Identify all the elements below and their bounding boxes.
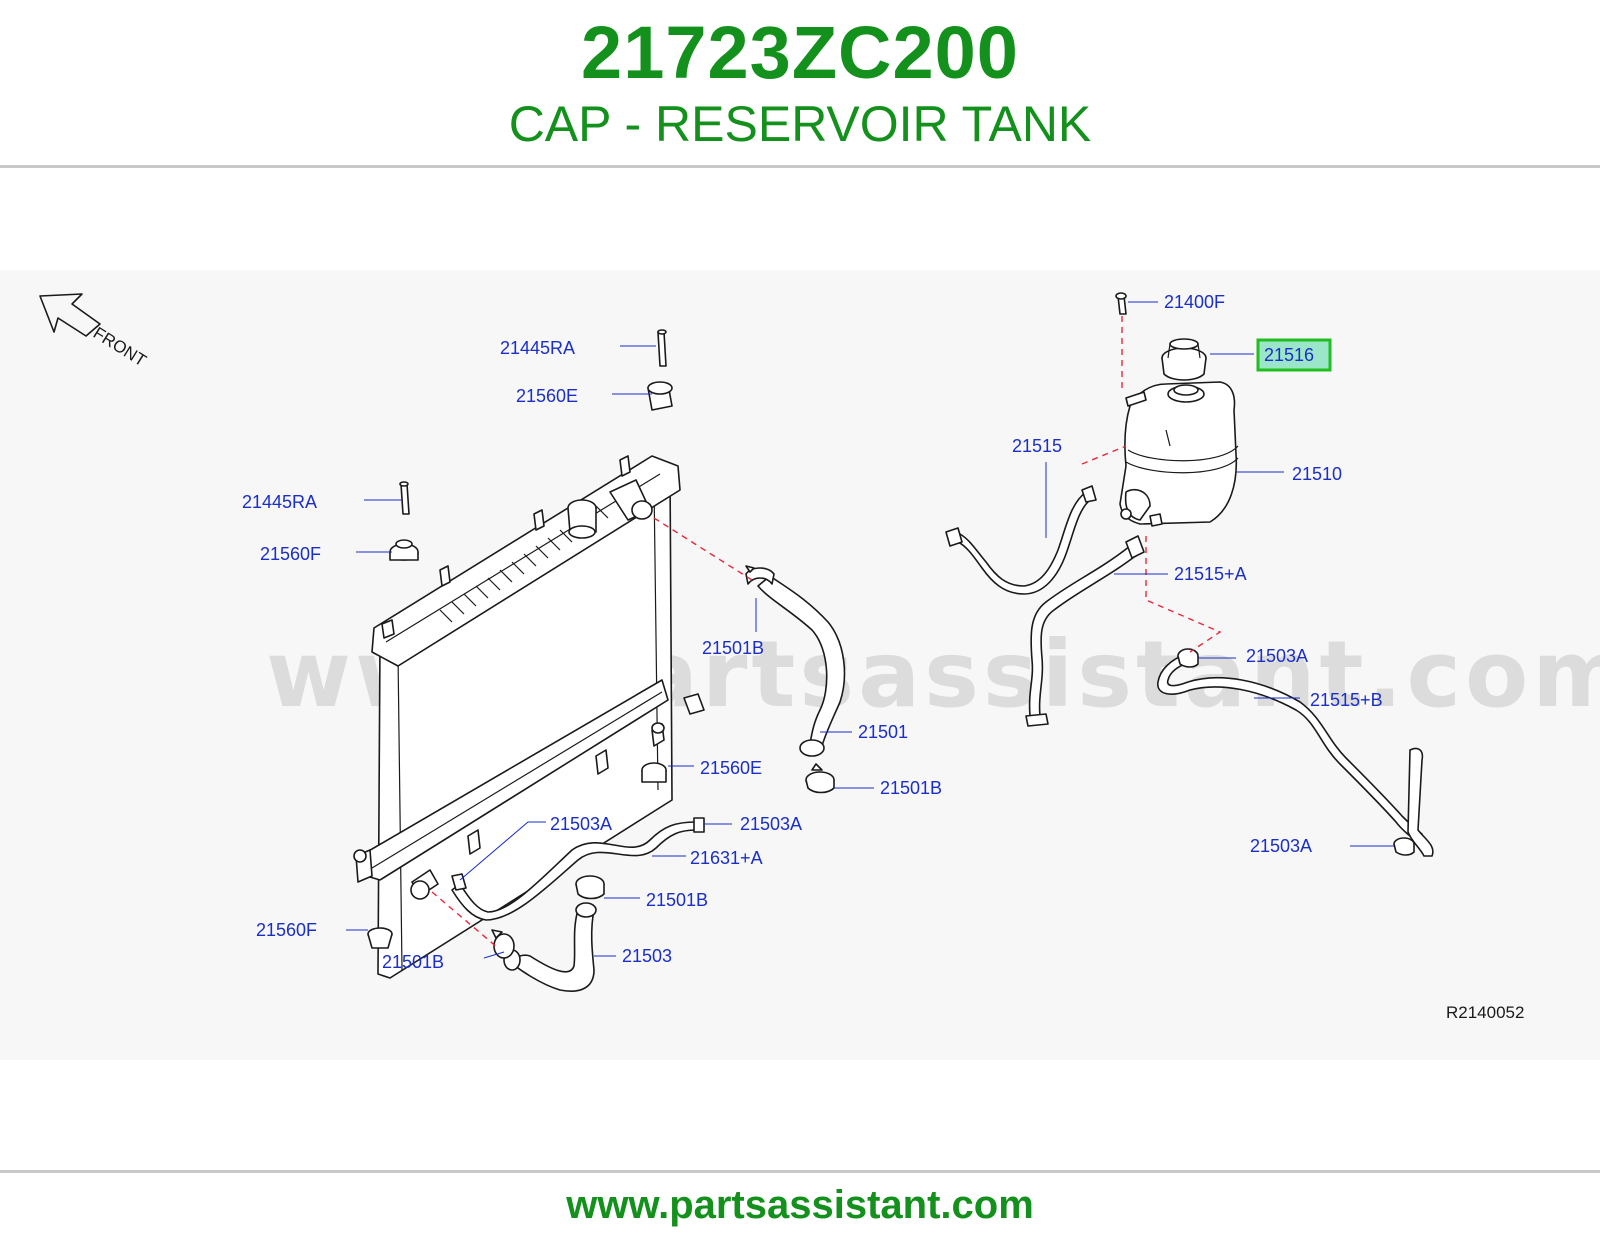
upper-hose-clamp-lower	[805, 763, 835, 794]
callout-21445ra-top[interactable]: 21445RA	[500, 338, 575, 358]
mount-insulator-lower-right	[641, 762, 667, 783]
reservoir-hose-b	[1157, 653, 1434, 857]
mount-bolt-top	[657, 329, 667, 367]
callout-leaders	[346, 301, 1394, 959]
callout-21515b[interactable]: 21515+B	[1310, 690, 1383, 710]
callout-21501b-right[interactable]: 21501B	[880, 778, 942, 798]
callout-21560e-top[interactable]: 21560E	[516, 386, 578, 406]
reservoir-bolt	[1115, 292, 1127, 315]
hose-clamp-21503a-right	[1177, 648, 1199, 668]
parts-diagram: www.partsassistant.com FRONT	[0, 270, 1600, 1060]
part-name-subtitle: CAP - RESERVOIR TANK	[508, 96, 1092, 152]
upper-radiator-hose	[745, 565, 846, 757]
callout-21503a-bottom[interactable]: 21503A	[1250, 836, 1312, 856]
mount-insulator-upper-left	[389, 539, 419, 561]
mount-insulator-lower-left	[367, 927, 393, 949]
drain-clip	[683, 693, 705, 715]
diagram-code: R2140052	[1446, 1003, 1524, 1022]
callout-21560f-upper[interactable]: 21560F	[260, 544, 321, 564]
callout-21501[interactable]: 21501	[858, 722, 908, 742]
page-header: 21723ZC200 CAP - RESERVOIR TANK	[0, 0, 1600, 168]
radiator-drawing	[353, 455, 681, 979]
mount-bolt-left	[399, 481, 410, 515]
callout-21501b-upper[interactable]: 21501B	[702, 638, 764, 658]
callout-21560f-lower[interactable]: 21560F	[256, 920, 317, 940]
callout-21510[interactable]: 21510	[1292, 464, 1342, 484]
callout-21503a-left[interactable]: 21503A	[550, 814, 612, 834]
front-arrow-icon	[39, 293, 101, 337]
callout-21631a[interactable]: 21631+A	[690, 848, 763, 868]
callout-21445ra-left[interactable]: 21445RA	[242, 492, 317, 512]
callout-21503[interactable]: 21503	[622, 946, 672, 966]
callout-21501b-lower[interactable]: 21501B	[646, 890, 708, 910]
hose-clamp-21503a-bottom	[1393, 837, 1415, 856]
mount-insulator-upper-right	[647, 381, 673, 411]
reservoir-hose-a	[1025, 535, 1145, 727]
highlight-box	[1256, 338, 1332, 372]
callout-21516[interactable]: 21516	[1264, 345, 1314, 365]
lower-hose-clamp-right	[575, 875, 605, 900]
callout-21400f[interactable]: 21400F	[1164, 292, 1225, 312]
overflow-hose	[945, 485, 1097, 595]
callout-21501b-bottom[interactable]: 21501B	[382, 952, 444, 972]
lower-radiator-hose	[503, 902, 597, 992]
callout-21503a-mid[interactable]: 21503A	[740, 814, 802, 834]
callout-21515[interactable]: 21515	[1012, 436, 1062, 456]
lower-hose-clamp-left	[491, 929, 515, 959]
callout-21515a[interactable]: 21515+A	[1174, 564, 1247, 584]
callout-21560e-lower[interactable]: 21560E	[700, 758, 762, 778]
footer-website-link[interactable]: www.partsassistant.com	[566, 1183, 1034, 1227]
footer-divider	[0, 1170, 1600, 1173]
callout-21503a-right[interactable]: 21503A	[1246, 646, 1308, 666]
assembly-dash-lines	[431, 316, 1222, 949]
reservoir-cap	[1161, 338, 1207, 381]
reservoir-tank	[1119, 381, 1239, 527]
front-label: FRONT	[90, 323, 150, 370]
part-number-title: 21723ZC200	[581, 11, 1019, 94]
diagram-canvas: www.partsassistant.com FRONT	[39, 292, 1600, 1022]
